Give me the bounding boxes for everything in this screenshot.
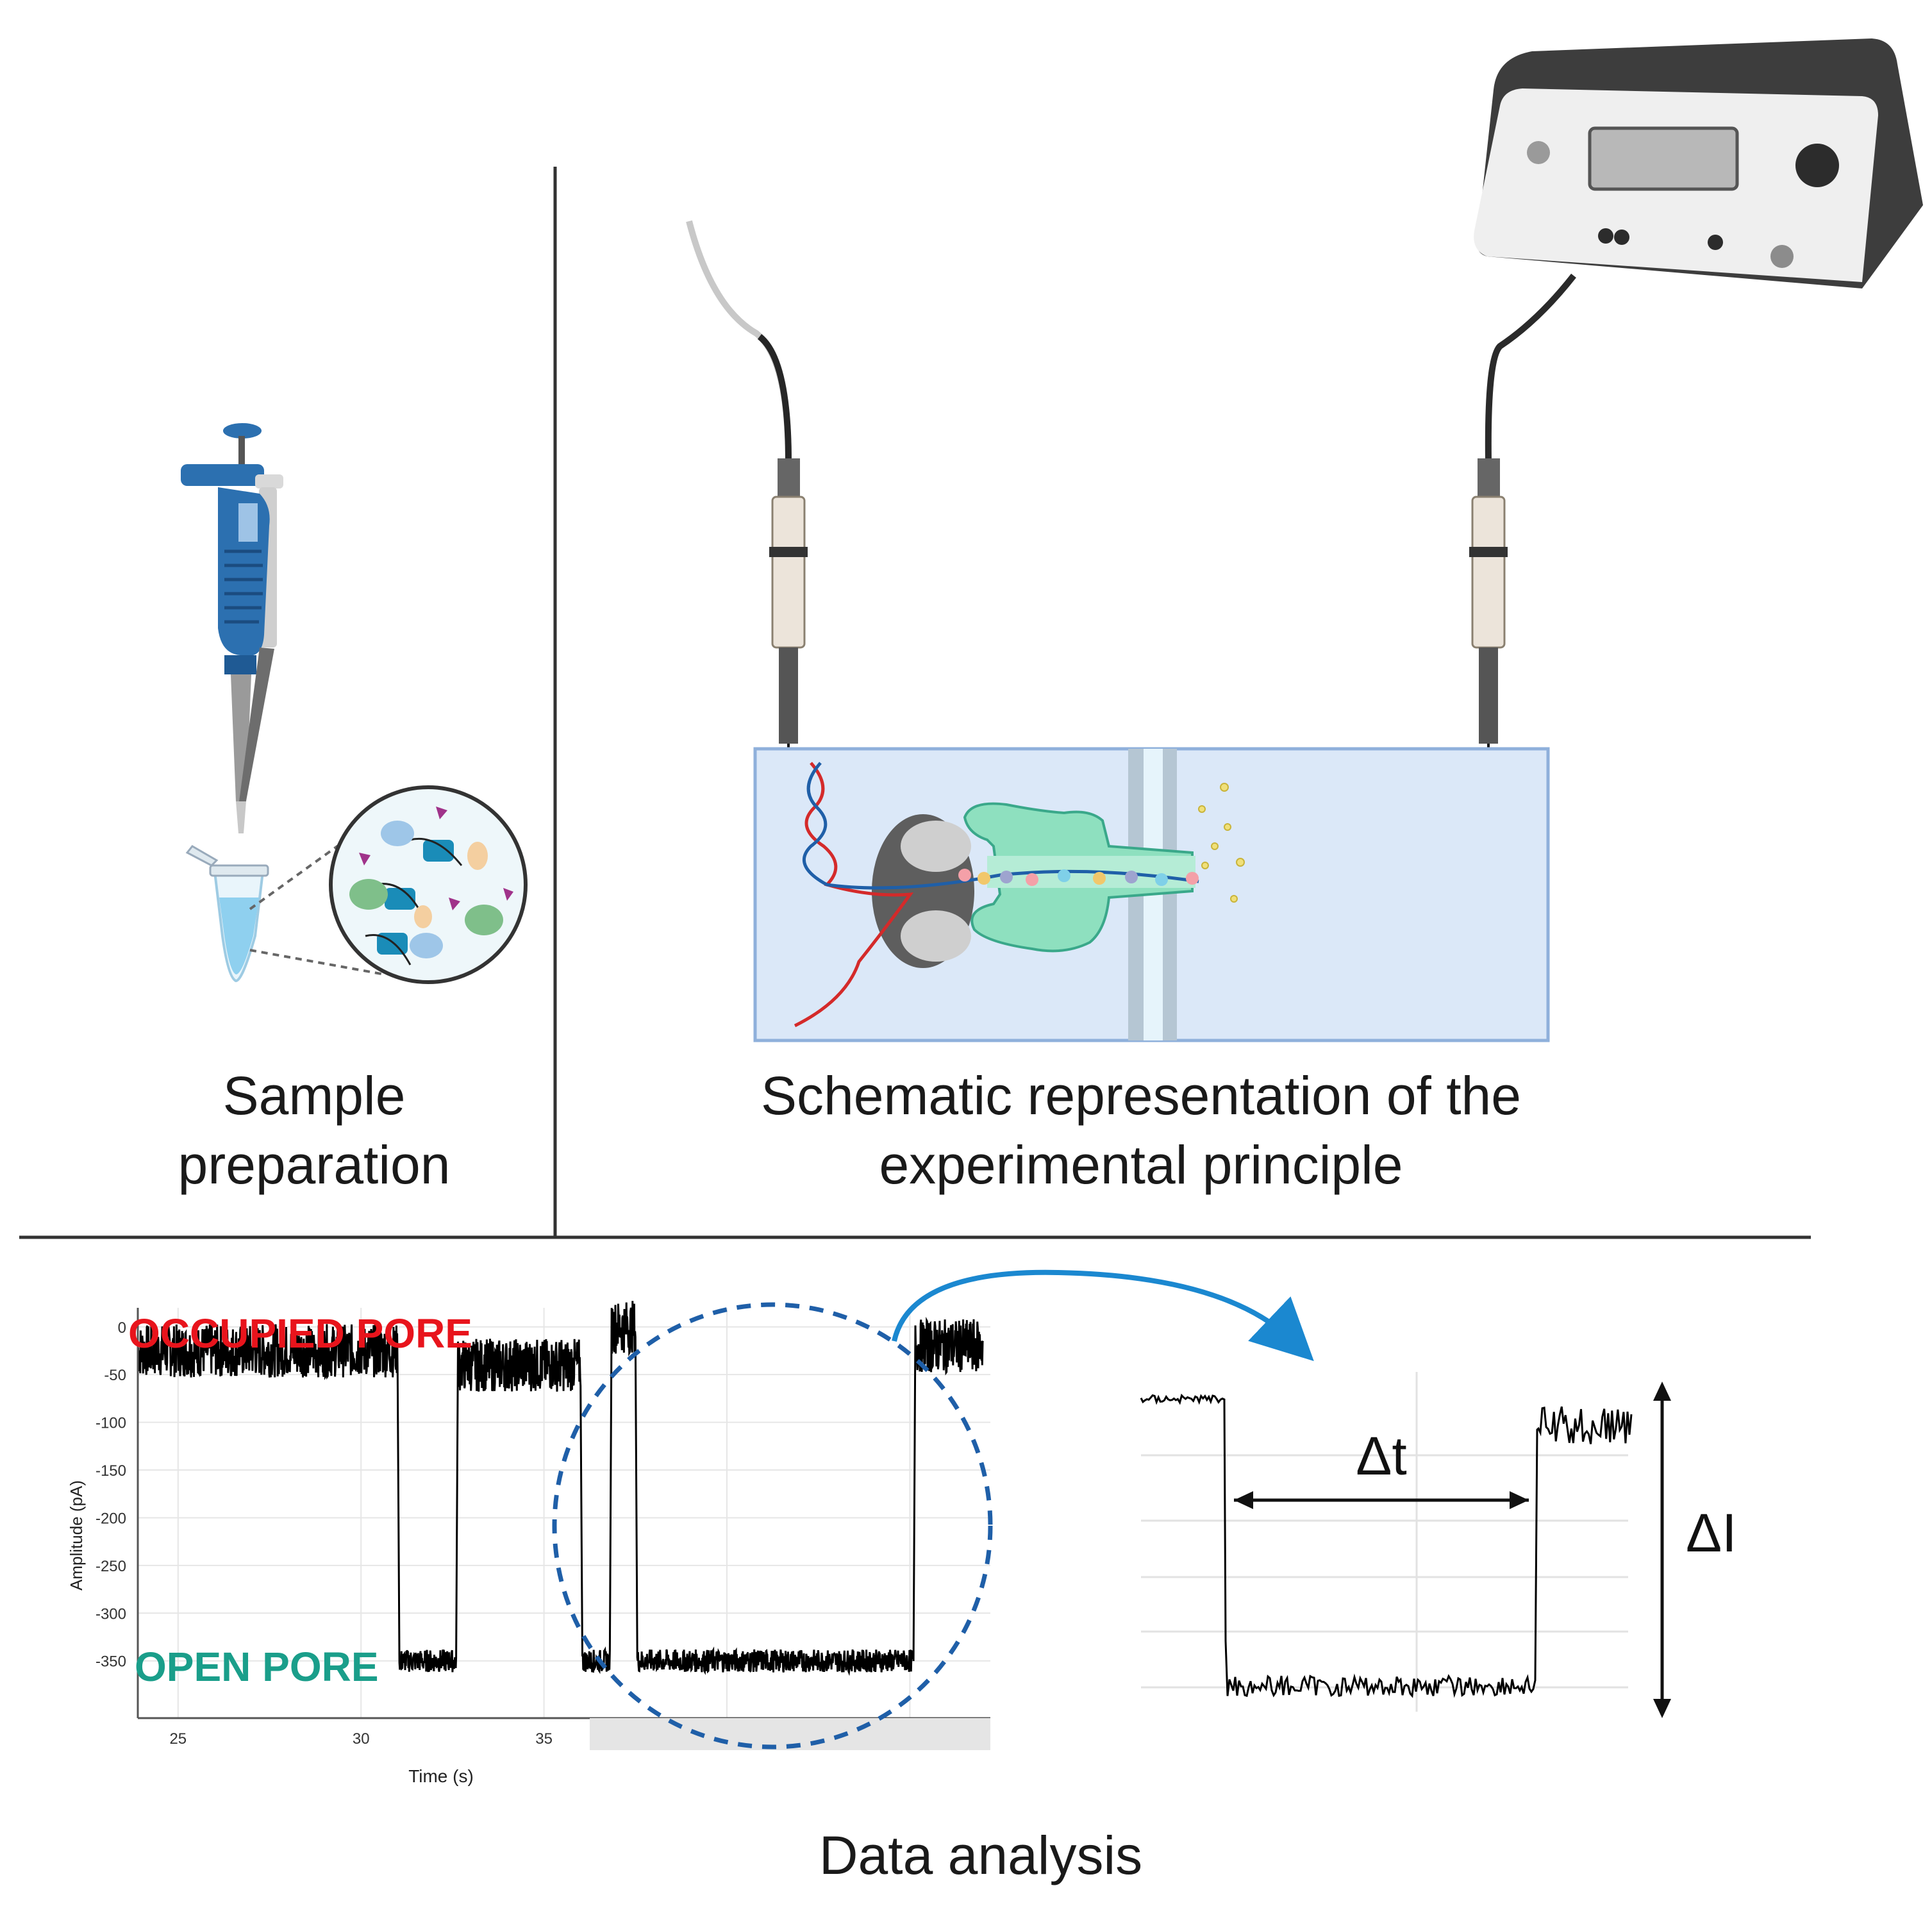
current-trace <box>137 1301 984 1676</box>
y-tick-label: 0 <box>118 1319 126 1337</box>
zoom-trace <box>1140 1393 1633 1698</box>
caption-line: experimental principle <box>879 1135 1403 1195</box>
nucleotide-beads <box>958 869 1199 886</box>
occupied-pore-label: OCCUPIED PORE <box>128 1310 472 1357</box>
x-tick-label: 30 <box>353 1730 370 1748</box>
zoom-arrow <box>892 1269 1314 1362</box>
caption-line: Sample <box>222 1065 406 1126</box>
pipette-icon <box>181 423 283 983</box>
zoomed-event: Δt ΔI <box>1140 1372 1736 1718</box>
sample-zoom-circle <box>249 785 528 984</box>
y-tick-label: -250 <box>96 1558 126 1575</box>
chart-grid <box>138 1308 990 1718</box>
caption-line: preparation <box>178 1135 451 1195</box>
y-tick-label: -350 <box>96 1653 126 1671</box>
zoom-selection-circle <box>552 1302 993 1750</box>
y-tick-label: -300 <box>96 1605 126 1623</box>
data-analysis-caption: Data analysis <box>692 1821 1269 1890</box>
open-pore-label: OPEN PORE <box>135 1644 379 1690</box>
panel-dividers <box>19 167 1811 1239</box>
ion-dots <box>1198 783 1245 903</box>
y-tick-label: -200 <box>96 1510 126 1527</box>
caption-line: Data analysis <box>819 1825 1143 1885</box>
delta-i-label: ΔI <box>1686 1503 1736 1563</box>
left-electrode-icon <box>769 458 808 885</box>
nanopore-icon <box>963 802 1195 953</box>
y-tick-label: -100 <box>96 1415 126 1432</box>
protein-blob-icon <box>349 806 513 958</box>
schematic-caption: Schematic representation of the experime… <box>635 1061 1647 1199</box>
left-cable <box>686 220 792 462</box>
x-tick-label: 25 <box>169 1730 187 1748</box>
zoom-trace-polyline <box>1140 1393 1633 1698</box>
delta-t-label: Δt <box>1356 1426 1406 1486</box>
motor-protein-icon <box>872 814 974 968</box>
x-axis-label: Time (s) <box>408 1766 474 1786</box>
amplifier-device-icon <box>1474 38 1923 288</box>
x-tick-label: 35 <box>535 1730 553 1748</box>
y-axis-label: Amplitude (pA) <box>67 1480 86 1591</box>
y-tick-labels: 0 -50 -100 -150 -200 -250 -300 -350 <box>96 1319 126 1671</box>
right-cable <box>1485 273 1576 462</box>
trace-polyline <box>137 1301 984 1676</box>
caption-line: Schematic representation of the <box>760 1065 1521 1126</box>
sample-preparation-caption: Sample preparation <box>96 1061 532 1199</box>
y-tick-label: -150 <box>96 1462 126 1480</box>
trace-chart: 0-50-100-150-200-250-300-350 2530354045 … <box>67 1301 993 1786</box>
zoom-grid <box>1141 1372 1628 1712</box>
dna-strand-red <box>794 762 914 1028</box>
y-tick-label: -50 <box>104 1367 126 1384</box>
